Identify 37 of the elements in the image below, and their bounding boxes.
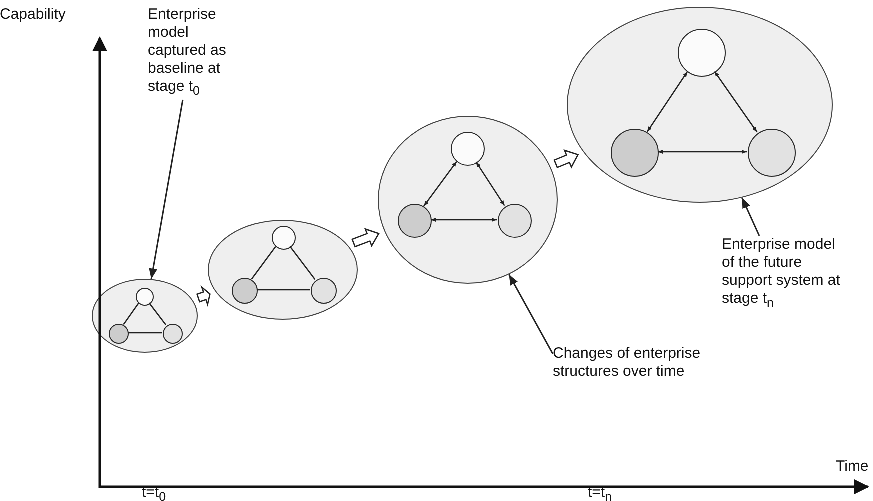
entity-circle [163, 324, 183, 344]
entity-circle [611, 129, 659, 177]
leader-arrow [149, 100, 184, 280]
entity-circle [748, 129, 796, 177]
entity-circle [232, 278, 258, 304]
connector-line [123, 303, 140, 326]
entity-circle [451, 132, 485, 166]
connector-line [257, 289, 310, 291]
entity-circle [272, 226, 296, 250]
connector-line [431, 218, 497, 222]
connector-line [251, 246, 276, 280]
axis-label: Time [836, 458, 869, 476]
leader-arrow [742, 198, 760, 236]
leader-arrow [508, 274, 554, 354]
connector-line [646, 72, 688, 132]
entity-circle [498, 204, 532, 238]
connector-line [148, 302, 167, 326]
entity-circle [136, 288, 154, 306]
block-arrow [196, 286, 211, 307]
tick-label: t=t$_{0}$ [142, 484, 166, 501]
entity-circle [109, 324, 129, 344]
entity-circle [311, 278, 337, 304]
connector-line [290, 246, 316, 280]
tick-label: t=t$_{n}$ [588, 484, 612, 501]
axis-label: Capability [0, 6, 66, 24]
connector-line [658, 150, 747, 154]
connector-line [476, 162, 506, 206]
block-arrow [554, 150, 580, 169]
block-arrow [352, 228, 380, 248]
annotation-text: Enterprise model captured as baseline at stage t$_{0}$ [148, 6, 248, 100]
connector-line [128, 332, 162, 334]
connector-line [424, 161, 458, 207]
entity-circle [398, 204, 432, 238]
annotation-text: Enterprise model of the future support system at stage t$_{n}$ [722, 236, 847, 312]
entity-circle [678, 29, 726, 77]
connector-line [714, 71, 758, 133]
annotation-text: Changes of enterprise structures over time [553, 345, 753, 381]
